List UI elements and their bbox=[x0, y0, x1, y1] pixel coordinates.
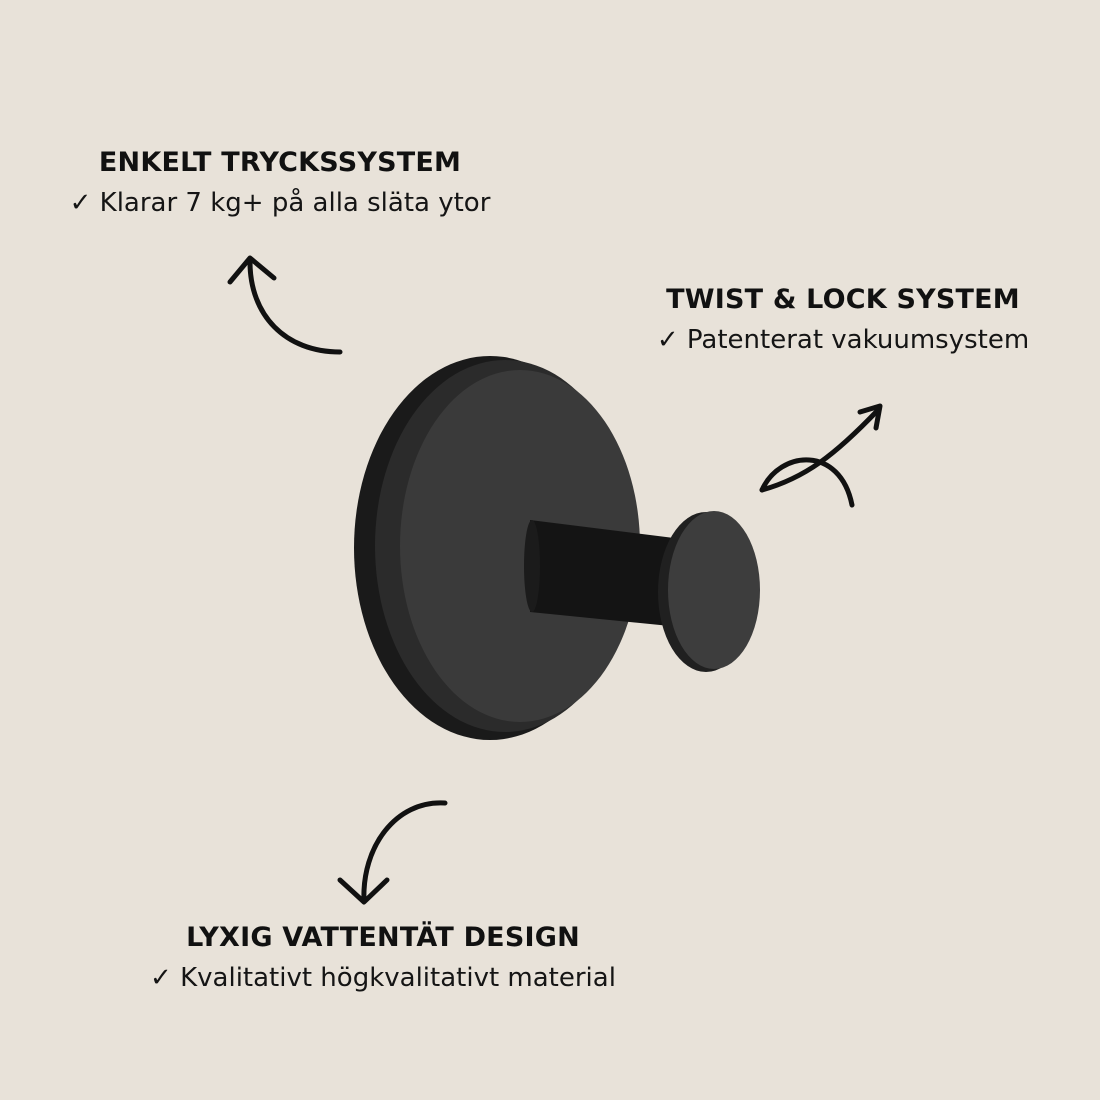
feature-title: LYXIG VATTENTÄT DESIGN bbox=[186, 922, 580, 953]
feature-title: ENKELT TRYCKSSYSTEM bbox=[98, 147, 462, 178]
feature-title: TWIST & LOCK SYSTEM bbox=[666, 284, 1020, 315]
curved-arrow-down-icon bbox=[337, 800, 448, 905]
feature-detail: ✓ Patenterat vakuumsystem bbox=[656, 325, 1030, 355]
wall-hook-product bbox=[354, 356, 760, 740]
feature-detail: ✓ Kvalitativt högkvalitativt material bbox=[150, 963, 616, 993]
feature-push-system: ENKELT TRYCKSSYSTEM ✓ Klarar 7 kg+ på al… bbox=[70, 147, 491, 218]
feature-detail: ✓ Klarar 7 kg+ på alla släta ytor bbox=[69, 188, 491, 218]
feature-twist-lock: TWIST & LOCK SYSTEM ✓ Patenterat vakuums… bbox=[657, 284, 1029, 355]
curved-arrow-up-icon bbox=[227, 255, 343, 355]
feature-waterproof-design: LYXIG VATTENTÄT DESIGN ✓ Kvalitativt hög… bbox=[150, 922, 616, 993]
twist-arrow-icon bbox=[759, 403, 883, 508]
